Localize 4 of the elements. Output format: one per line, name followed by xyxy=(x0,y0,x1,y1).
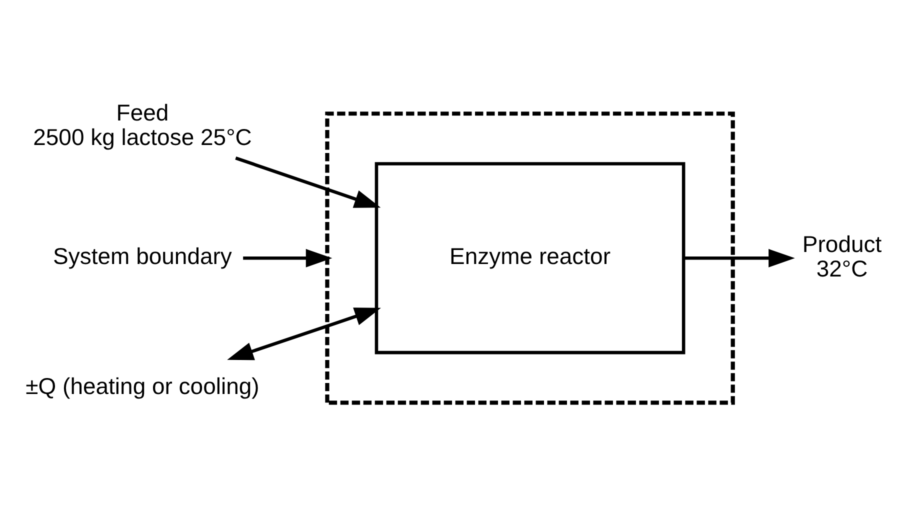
node-text: Product 32°C xyxy=(802,230,882,282)
node-text: Feed 2500 kg lactose 25°C xyxy=(33,100,252,150)
node-text: ±Q (heating or cooling) xyxy=(26,372,260,399)
node-text: System boundary xyxy=(53,243,232,270)
